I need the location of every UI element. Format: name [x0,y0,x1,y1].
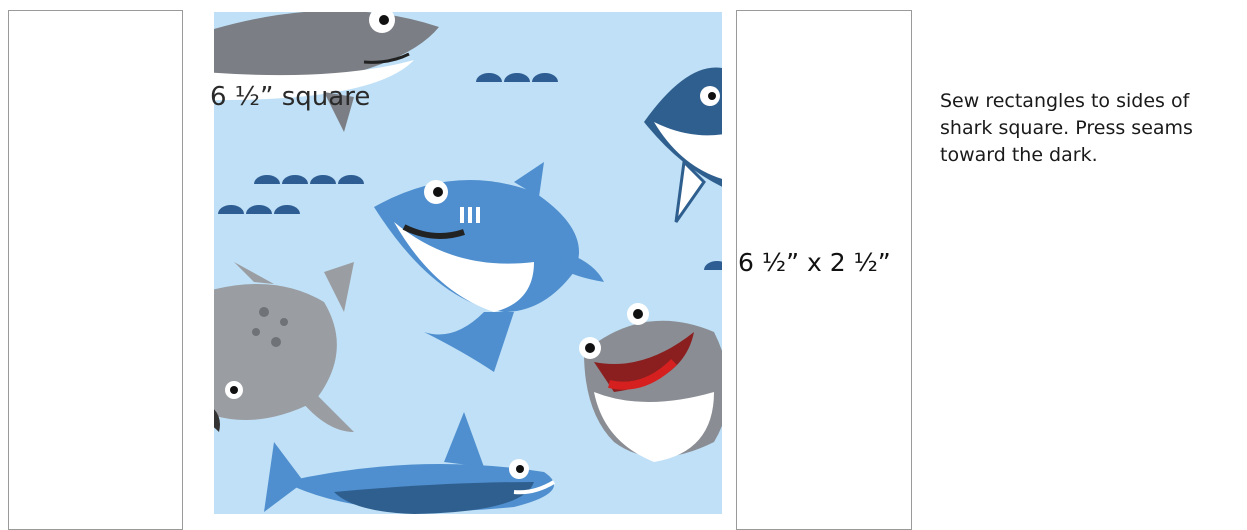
grey-shark-top-icon [214,12,439,132]
square-size-label: 6 ½” square [210,82,371,112]
grey-shark-right-icon [579,303,722,462]
right-fabric-rectangle [736,10,912,530]
blue-shark-center-icon [374,162,604,372]
shark-print-illustration [214,12,722,514]
navy-shark-right-icon [644,67,722,223]
left-fabric-rectangle [8,10,183,530]
sewing-instructions: Sew rectangles to sides of shark square.… [940,90,1193,166]
rectangle-size-label: 6 ½” x 2 ½” [738,248,891,277]
blue-shark-bottom-icon [264,412,556,514]
grey-shark-left-icon [214,262,354,432]
wave-icon [218,73,722,270]
shark-fabric-square [214,12,722,514]
